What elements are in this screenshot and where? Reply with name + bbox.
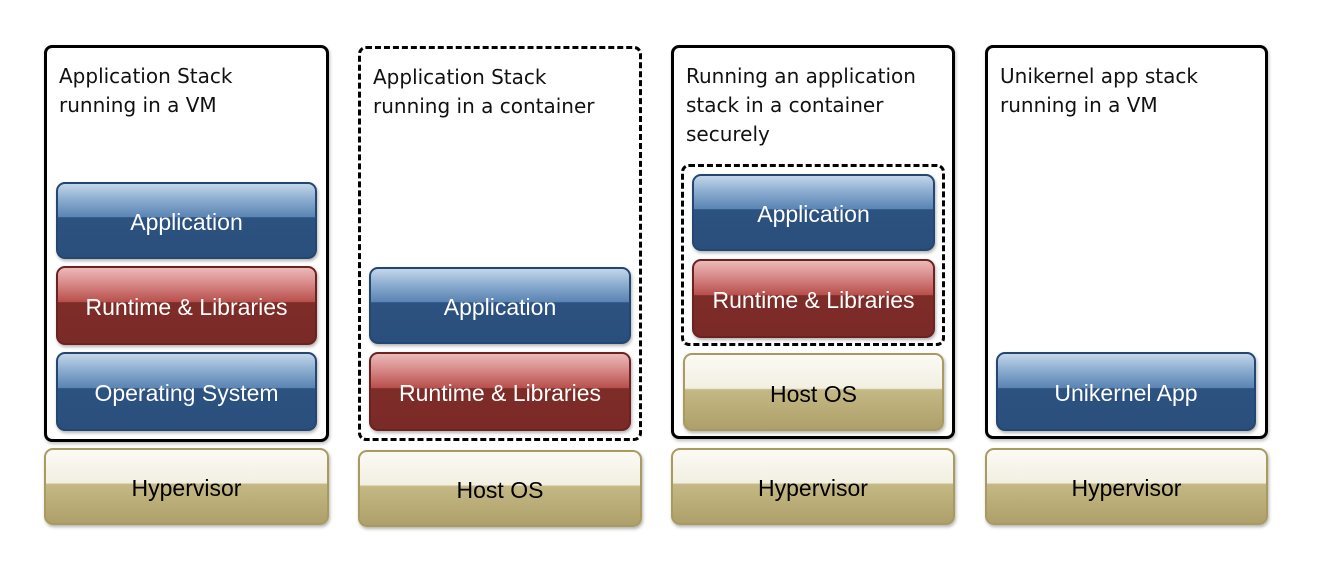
container-host-os-block: Host OS bbox=[358, 450, 642, 527]
unikernel-stack-title: Unikernel app stack running in a VM bbox=[1000, 62, 1198, 120]
block-label: Application bbox=[757, 201, 870, 227]
block-label: Application bbox=[130, 209, 243, 235]
vm-operating-system-block: Operating System bbox=[56, 352, 317, 431]
block-label: Hypervisor bbox=[758, 475, 868, 501]
secure-host-os-block: Host OS bbox=[683, 353, 944, 431]
container-stack-frame: Application Stack running in a container bbox=[358, 46, 642, 441]
title-line: Application Stack bbox=[373, 65, 547, 89]
vm-hypervisor-block: Hypervisor bbox=[44, 448, 329, 525]
secure-hypervisor-block: Hypervisor bbox=[671, 448, 955, 525]
secure-application-block: Application bbox=[692, 174, 935, 251]
block-label: Runtime & Libraries bbox=[85, 294, 288, 320]
title-line: securely bbox=[686, 122, 770, 146]
vm-application-block: Application bbox=[56, 182, 317, 259]
vm-runtime-libraries-block: Runtime & Libraries bbox=[56, 266, 317, 345]
title-line: running in a container bbox=[373, 94, 595, 118]
title-line: Running an application bbox=[686, 64, 916, 88]
block-label: Host OS bbox=[770, 380, 857, 407]
title-line: Unikernel app stack bbox=[1000, 64, 1198, 88]
title-line: Application Stack bbox=[59, 64, 233, 88]
secure-container-title: Running an application stack in a contai… bbox=[686, 62, 916, 149]
vm-stack-title: Application Stack running in a VM bbox=[59, 62, 232, 120]
block-label: Runtime & Libraries bbox=[399, 380, 601, 406]
block-label: Runtime & Libraries bbox=[712, 287, 915, 313]
title-line: stack in a container bbox=[686, 93, 884, 117]
container-application-block: Application bbox=[369, 267, 631, 344]
block-label: Unikernel App bbox=[1054, 380, 1198, 406]
container-runtime-libraries-block: Runtime & Libraries bbox=[369, 352, 631, 431]
inner-container-boundary bbox=[681, 164, 945, 346]
block-label: Hypervisor bbox=[1071, 475, 1182, 501]
container-stack-title: Application Stack running in a container bbox=[373, 63, 595, 121]
block-label: Hypervisor bbox=[131, 475, 242, 501]
secure-runtime-libraries-block: Runtime & Libraries bbox=[692, 259, 935, 338]
block-label: Operating System bbox=[94, 380, 279, 406]
title-line: running in a VM bbox=[59, 93, 217, 117]
title-line: running in a VM bbox=[1000, 93, 1158, 117]
block-label: Host OS bbox=[456, 477, 544, 503]
unikernel-app-block: Unikernel App bbox=[996, 352, 1256, 431]
block-label: Application bbox=[443, 294, 557, 320]
unikernel-hypervisor-block: Hypervisor bbox=[985, 448, 1268, 525]
